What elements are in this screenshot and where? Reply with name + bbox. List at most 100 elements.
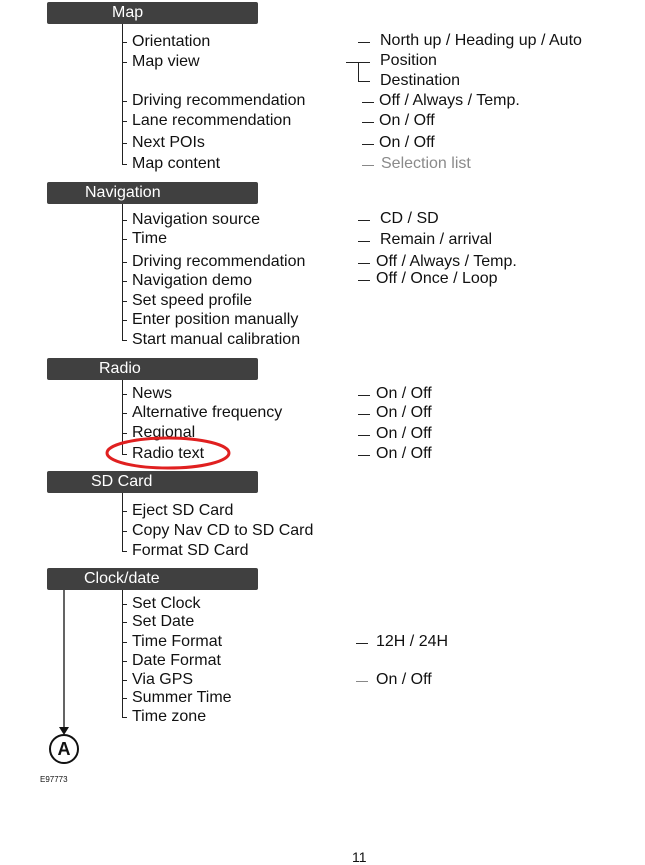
value-dash (358, 395, 370, 396)
section-header-clock-date: Clock/date (47, 568, 258, 590)
menu-item: Date Format (132, 652, 221, 669)
value-dash (358, 42, 370, 43)
section-title: Radio (99, 360, 141, 377)
menu-item: Format SD Card (132, 542, 249, 559)
tree-branch (122, 320, 127, 321)
tree-branch (122, 511, 127, 512)
tree-branch (122, 642, 127, 643)
option-values: Remain / arrival (380, 231, 493, 248)
menu-item: Radio text (132, 445, 205, 462)
value-dash (358, 435, 370, 436)
tree-branch (122, 340, 127, 341)
tree-branch (122, 394, 127, 395)
tree-branch (122, 121, 127, 122)
tree-branch (122, 301, 127, 302)
menu-item: Driving recommendation (132, 92, 306, 109)
menu-item: Enter position manually (132, 311, 299, 328)
tree-line (122, 24, 123, 164)
section-header-map: Map (47, 2, 258, 24)
value-dash (358, 414, 370, 415)
option-values: Selection list (381, 155, 471, 172)
section-header-sd-card: SD Card (47, 471, 258, 493)
value-dash (358, 263, 370, 264)
menu-item: Eject SD Card (132, 502, 234, 519)
value-dash (358, 220, 370, 221)
value-dash (362, 165, 374, 166)
tree-branch (122, 62, 127, 63)
menu-item: Lane recommendation (132, 112, 292, 129)
tree-branch (122, 698, 127, 699)
tree-line (122, 590, 123, 717)
option-values: Off / Always / Temp. (376, 253, 517, 270)
menu-item: Map content (132, 155, 221, 172)
figure-id: E97773 (40, 775, 68, 784)
tree-branch (122, 433, 127, 434)
menu-item: Time (132, 230, 167, 247)
value-dash (356, 643, 368, 644)
tree-branch (122, 220, 127, 221)
tree-branch (122, 42, 127, 43)
tree-branch (122, 622, 127, 623)
section-title: SD Card (91, 473, 153, 490)
tree-branch (122, 164, 127, 165)
value-dash (358, 241, 370, 242)
tree-branch (122, 661, 127, 662)
option-values: On / Off (376, 425, 432, 442)
tree-branch (122, 454, 127, 455)
option-values: CD / SD (380, 210, 439, 227)
tree-branch (122, 531, 127, 532)
option-values: On / Off (376, 404, 432, 421)
menu-item: Navigation source (132, 211, 261, 228)
tree-branch (122, 262, 127, 263)
tree-branch (122, 551, 127, 552)
tree-branch (122, 413, 127, 414)
tree-line (122, 380, 123, 454)
page-number: 11 (352, 849, 367, 865)
value-dash (362, 102, 374, 103)
bracket (358, 62, 359, 82)
tree-branch (122, 281, 127, 282)
value-dash (358, 280, 370, 281)
section-title: Clock/date (84, 570, 160, 587)
arrow-head-icon (59, 727, 69, 735)
section-title: Navigation (85, 184, 161, 201)
menu-item: Alternative frequency (132, 404, 283, 421)
tree-branch (122, 143, 127, 144)
tree-branch (122, 239, 127, 240)
tree-branch (122, 680, 127, 681)
menu-item: Copy Nav CD to SD Card (132, 522, 314, 539)
option-values: Off / Always / Temp. (379, 92, 520, 109)
section-title: Map (112, 4, 144, 21)
connector-label: A (57, 739, 71, 759)
option-values: Position (380, 52, 437, 69)
menu-item: Next POIs (132, 134, 205, 151)
option-values: On / Off (379, 112, 435, 129)
menu-item: Time zone (132, 708, 207, 725)
menu-item: Summer Time (132, 689, 232, 706)
section-header-radio: Radio (47, 358, 258, 380)
option-values: On / Off (376, 671, 432, 688)
option-values: Destination (380, 72, 461, 89)
menu-item: Set speed profile (132, 292, 253, 309)
menu-item: Driving recommendation (132, 253, 306, 270)
tree-branch (122, 604, 127, 605)
option-values: On / Off (376, 385, 432, 402)
menu-item: Orientation (132, 33, 211, 50)
menu-item: Navigation demo (132, 272, 253, 289)
tree-line (122, 493, 123, 551)
option-values: 12H / 24H (376, 633, 449, 650)
option-values: On / Off (376, 445, 432, 462)
menu-item: Start manual calibration (132, 331, 301, 348)
menu-item: Set Date (132, 613, 195, 630)
value-dash (356, 681, 368, 682)
tree-branch (122, 101, 127, 102)
option-values: North up / Heading up / Auto (380, 32, 582, 49)
section-header-navigation: Navigation (47, 182, 258, 204)
option-values: Off / Once / Loop (376, 270, 498, 287)
option-values: On / Off (379, 134, 435, 151)
tree-branch (122, 717, 127, 718)
menu-item: Regional (132, 424, 196, 441)
menu-item: Via GPS (132, 671, 194, 688)
